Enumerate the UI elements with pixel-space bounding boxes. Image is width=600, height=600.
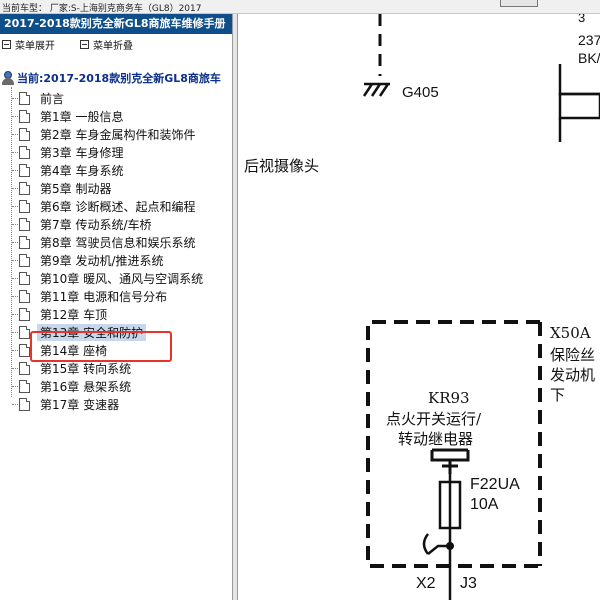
- fuse-symbol: [438, 474, 462, 546]
- document-icon: [19, 253, 30, 267]
- tree-item-label: 第1章 一般信息: [40, 109, 124, 124]
- tree-item-label: 第6章 诊断概述、起点和编程: [40, 199, 196, 214]
- tree-item-label: 第11章 电源和信号分布: [40, 289, 168, 304]
- current-vehicle-info: 当前车型： 厂家:S-上海别克商务车（GL8）2017: [2, 4, 202, 14]
- menu-expand-button[interactable]: 菜单展开: [2, 37, 55, 52]
- tree-item-chapter-5[interactable]: 第5章 制动器: [12, 179, 232, 197]
- tree-item-label: 第3章 车身修理: [40, 145, 124, 160]
- fuse-block-desc-3: 下: [550, 386, 566, 404]
- tree-item-chapter-12[interactable]: 第12章 车顶: [12, 305, 232, 323]
- document-icon: [19, 325, 30, 339]
- menu-collapse-button[interactable]: 菜单折叠: [80, 37, 133, 52]
- tree-item-label: 第5章 制动器: [40, 181, 112, 196]
- section-title-rear-camera: 后视摄像头: [244, 157, 320, 175]
- tree-item-chapter-15[interactable]: 第15章 转向系统: [12, 359, 232, 377]
- tree-item-label: 第4章 车身系统: [40, 163, 124, 178]
- tree-item-label: 第17章 变速器: [40, 397, 120, 412]
- document-icon: [19, 91, 30, 105]
- tree-item-chapter-1[interactable]: 第1章 一般信息: [12, 107, 232, 125]
- wiring-diagram-svg: [362, 14, 600, 600]
- tree-connector-line: [11, 87, 12, 397]
- document-icon: [19, 379, 30, 393]
- menu-expand-label: 菜单展开: [15, 41, 55, 52]
- tree-item-chapter-8[interactable]: 第8章 驾驶员信息和娱乐系统: [12, 233, 232, 251]
- manual-title: 2017-2018款别克全新GL8商旅车维修手册: [0, 14, 232, 34]
- ground-label: G405: [402, 84, 439, 101]
- document-icon: [19, 271, 30, 285]
- document-icon: [19, 181, 30, 195]
- tree-item-label: 第14章 座椅: [40, 343, 108, 358]
- document-icon: [19, 217, 30, 231]
- document-icon: [19, 235, 30, 249]
- tree-item-chapter-11[interactable]: 第11章 电源和信号分布: [12, 287, 232, 305]
- tree-item-preface[interactable]: 前言: [12, 89, 232, 107]
- tree-item-label: 前言: [40, 91, 65, 106]
- ground-symbol: [362, 82, 390, 97]
- tree-item-chapter-4[interactable]: 第4章 车身系统: [12, 161, 232, 179]
- tree-item-label: 第10章 暖风、通风与空调系统: [40, 271, 204, 286]
- tree-item-chapter-17[interactable]: 第17章 变速器: [12, 395, 232, 413]
- document-icon: [19, 343, 30, 357]
- tree-item-chapter-2[interactable]: 第2章 车身金属构件和装饰件: [12, 125, 232, 143]
- tree-item-chapter-3[interactable]: 第3章 车身修理: [12, 143, 232, 161]
- document-icon: [19, 361, 30, 375]
- collapse-icon: [80, 40, 89, 49]
- document-icon: [19, 145, 30, 159]
- navigation-tree-panel: 2017-2018款别克全新GL8商旅车维修手册 菜单展开 菜单折叠 当前:20…: [0, 14, 232, 600]
- tree-item-label: 第12章 车顶: [40, 307, 108, 322]
- tree-item-label: 第8章 驾驶员信息和娱乐系统: [40, 235, 196, 250]
- wiring-diagram-view: G405 3 237 BK/ 后视摄像头 X50A 保险丝 发动机 下 KR93…: [238, 14, 600, 600]
- tree-item-chapter-6[interactable]: 第6章 诊断概述、起点和编程: [12, 197, 232, 215]
- tree-root-label: 当前:2017-2018款别克全新GL8商旅车: [17, 72, 221, 85]
- pin-number: 3: [578, 14, 586, 25]
- tree-root-current[interactable]: 当前:2017-2018款别克全新GL8商旅车: [2, 70, 232, 86]
- connector-x2: X2: [416, 575, 436, 592]
- fuse-block-desc-1: 保险丝: [550, 346, 596, 364]
- tree-item-label: 第7章 传动系统/车桥: [40, 217, 152, 232]
- tree-item-label: 第2章 车身金属构件和装饰件: [40, 127, 196, 142]
- fuse-block-desc-2: 发动机: [550, 366, 596, 384]
- tree-item-chapter-10[interactable]: 第10章 暖风、通风与空调系统: [12, 269, 232, 287]
- lower-wires: [422, 533, 452, 600]
- relay-desc-2: 转动继电器: [398, 430, 474, 448]
- connector-block: [558, 64, 600, 142]
- panel-splitter[interactable]: [232, 14, 238, 600]
- relay-contact: [430, 448, 470, 474]
- tree-item-label: 第9章 发动机/推进系统: [40, 253, 164, 268]
- tree-item-chapter-9[interactable]: 第9章 发动机/推进系统: [12, 251, 232, 269]
- document-icon: [19, 127, 30, 141]
- top-toolbar-button[interactable]: [500, 0, 538, 7]
- fuse-block-id: X50A: [550, 324, 591, 342]
- menu-toolbar: 菜单展开 菜单折叠: [0, 36, 232, 52]
- wire-code: 237: [578, 32, 600, 48]
- document-icon: [19, 307, 30, 321]
- relay-id: KR93: [428, 389, 470, 407]
- fuse-rating: 10A: [470, 496, 499, 513]
- user-icon: [2, 71, 14, 85]
- document-icon: [19, 109, 30, 123]
- expand-icon: [2, 40, 11, 49]
- menu-collapse-label: 菜单折叠: [93, 41, 133, 52]
- document-icon: [19, 289, 30, 303]
- wire-color: BK/: [578, 50, 600, 66]
- fuse-id: F22UA: [470, 476, 520, 493]
- tree-item-label: 第16章 悬架系统: [40, 379, 132, 394]
- document-icon: [19, 199, 30, 213]
- selection-highlight-box: [30, 331, 172, 362]
- fuse-block-frame: [366, 320, 542, 568]
- relay-desc-1: 点火开关运行/: [386, 410, 482, 428]
- document-icon: [19, 397, 30, 411]
- top-info-bar: 当前车型： 厂家:S-上海别克商务车（GL8）2017: [0, 0, 600, 14]
- tree-item-chapter-7[interactable]: 第7章 传动系统/车桥: [12, 215, 232, 233]
- tree-item-label: 第15章 转向系统: [40, 361, 132, 376]
- tree-item-chapter-14[interactable]: 第14章 座椅: [12, 341, 232, 359]
- tree-item-chapter-16[interactable]: 第16章 悬架系统: [12, 377, 232, 395]
- connector-j3: J3: [460, 575, 477, 592]
- document-icon: [19, 163, 30, 177]
